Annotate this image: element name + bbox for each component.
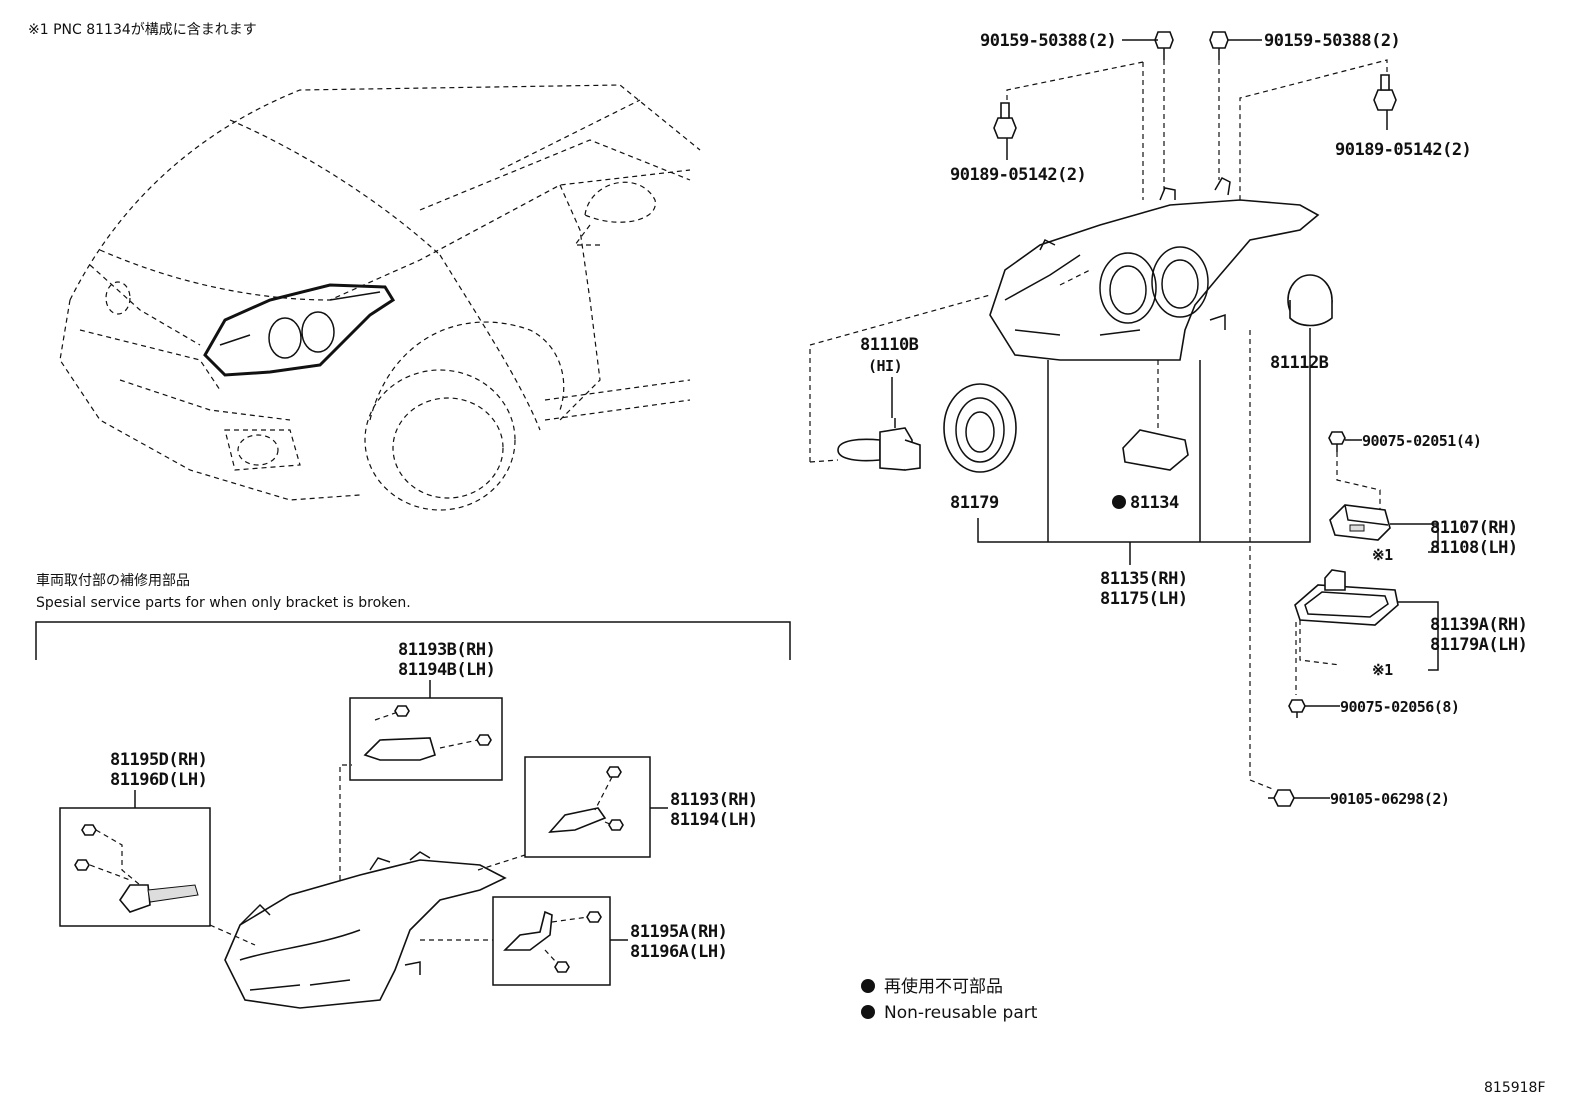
screw-icon <box>1288 699 1306 718</box>
label-81107: 81107(RH) <box>1430 518 1518 538</box>
label-90075-02056: 90075-02056(8) <box>1340 698 1459 716</box>
label-81195d: 81195D(RH) <box>110 750 207 770</box>
label-81112b: 81112B <box>1270 353 1329 373</box>
label-81110b-sub: (HI) <box>868 357 902 375</box>
label-90189-left: 90189-05142(2) <box>950 165 1086 185</box>
screw-icon <box>586 911 602 923</box>
screw-icon <box>608 819 624 831</box>
screw-icon <box>476 734 492 746</box>
screw-icon <box>394 705 410 717</box>
label-81135: 81135(RH) <box>1100 569 1188 589</box>
kit-box-81195a <box>492 896 611 986</box>
cover-cap-icon <box>943 383 1017 473</box>
screw-icon <box>81 824 97 836</box>
label-81195a: 81195A(RH) <box>630 922 727 942</box>
clip-icon <box>993 102 1017 139</box>
gasket-icon <box>1122 429 1189 471</box>
non-reusable-marker <box>1112 495 1126 509</box>
headlamp-exploded-view: 90159-50388(2) 90159-50388(2) 90189-0514… <box>809 31 1528 808</box>
bolt-icon <box>1209 31 1229 60</box>
label-81194b: 81194B(LH) <box>398 660 495 680</box>
pnc-note: ※1 PNC 81134が構成に含まれます <box>28 22 257 38</box>
screw-icon <box>74 859 90 871</box>
ballast-icon <box>1294 569 1399 626</box>
legend: 再使用不可部品 Non-reusable part <box>861 976 1038 1023</box>
screw-icon <box>554 961 570 973</box>
screw-icon <box>606 766 622 778</box>
socket-cap-icon <box>1287 274 1333 327</box>
label-81179: 81179 <box>950 493 999 513</box>
screw-icon <box>1328 431 1346 452</box>
bolt-icon <box>1154 31 1174 60</box>
label-90189-right: 90189-05142(2) <box>1335 140 1471 160</box>
legend-marker <box>861 979 875 993</box>
ref-note-1b: ※1 <box>1372 661 1393 679</box>
bulb-icon <box>837 418 921 471</box>
kit-box-81195d <box>59 807 211 927</box>
label-90075-02051: 90075-02051(4) <box>1362 432 1481 450</box>
bolt-icon <box>1268 789 1295 807</box>
label-90159-right: 90159-50388(2) <box>1264 31 1400 51</box>
label-81193b: 81193B(RH) <box>398 640 495 660</box>
clip-icon <box>1373 74 1397 111</box>
ref-note-1a: ※1 <box>1372 546 1393 564</box>
bracket-repair-section: 車両取付部の補修用部品 Spesial service parts for wh… <box>35 572 791 1009</box>
label-81196a: 81196A(LH) <box>630 942 727 962</box>
label-81134: 81134 <box>1130 493 1179 513</box>
bracket-icon <box>363 737 436 761</box>
label-81108: 81108(LH) <box>1430 538 1518 558</box>
figure-id: 815918F <box>1484 1080 1546 1096</box>
legend-jp: 再使用不可部品 <box>884 976 1003 997</box>
label-81110b: 81110B <box>860 335 919 355</box>
label-81139a: 81139A(RH) <box>1430 615 1527 635</box>
kit-box-81193b <box>349 697 503 781</box>
module-icon <box>1329 504 1391 541</box>
bracket-icon <box>503 910 553 951</box>
label-90159-left: 90159-50388(2) <box>980 31 1116 51</box>
label-81196d: 81196D(LH) <box>110 770 207 790</box>
headlamp-lower-icon <box>224 859 507 1009</box>
legend-marker <box>861 1005 875 1019</box>
bracket-title-en: Spesial service parts for when only brac… <box>36 595 411 611</box>
bracket-icon <box>119 884 151 913</box>
bracket-icon <box>548 807 607 833</box>
car-front-illustration <box>59 84 701 511</box>
label-81175: 81175(LH) <box>1100 589 1188 609</box>
kit-box-81193 <box>524 756 651 858</box>
label-81193: 81193(RH) <box>670 790 758 810</box>
bracket-title-jp: 車両取付部の補修用部品 <box>36 572 190 589</box>
legend-en: Non-reusable part <box>884 1003 1038 1023</box>
label-90105: 90105-06298(2) <box>1330 790 1449 808</box>
label-81194: 81194(LH) <box>670 810 758 830</box>
label-81179a: 81179A(LH) <box>1430 635 1527 655</box>
